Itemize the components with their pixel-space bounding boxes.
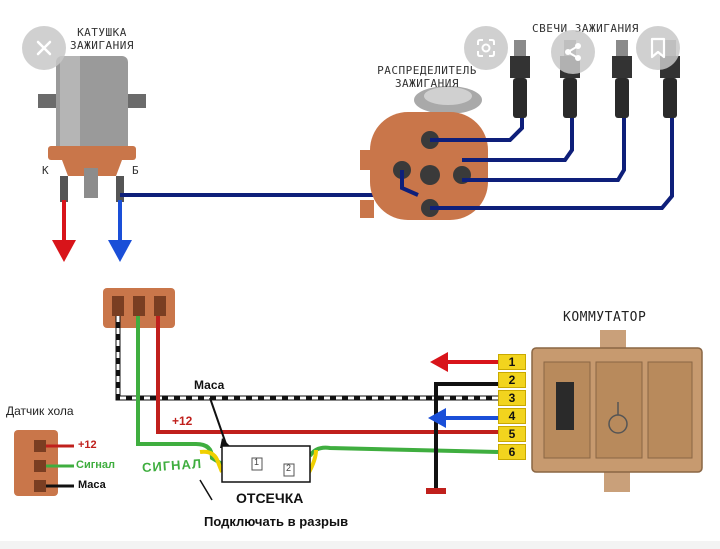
hall-masa-label: Маса [78, 479, 106, 491]
coil-title: КАТУШКА ЗАЖИГАНИЯ [69, 26, 135, 52]
cutoff-pin-2-box [283, 463, 295, 477]
plus12-label: +12 [172, 414, 193, 428]
term1-arrow [430, 352, 448, 372]
coil-k-arrowhead [52, 240, 76, 262]
ignition-coil [38, 56, 146, 202]
spark-plug-1 [510, 40, 530, 118]
bookmark-button[interactable] [636, 26, 680, 70]
commutator [531, 330, 703, 492]
lens-icon [477, 39, 495, 57]
cutoff-label: ОТСЕЧКА [236, 490, 304, 506]
lens-button[interactable] [464, 26, 508, 70]
close-icon [36, 40, 52, 56]
hall-signal-label: Сигнал [76, 459, 116, 471]
signal-note-leader [199, 479, 213, 501]
bookmark-icon [650, 37, 666, 59]
plus12-wire [156, 316, 498, 434]
terminal-1: 1 [498, 354, 526, 370]
share-button[interactable] [551, 30, 595, 74]
hall-sensor-label: Датчик хола [6, 404, 74, 418]
spark-plug-3 [612, 40, 632, 118]
terminal-6: 6 [498, 444, 526, 460]
plug-wire-2 [462, 92, 574, 162]
terminal-2: 2 [498, 372, 526, 388]
distributor-label: РАСПРЕДЕЛИТЕЛЬ ЗАЖИГАНИЯ [377, 64, 477, 90]
masa-label: Маса [194, 378, 225, 392]
cutoff-pin-1-box [251, 457, 263, 471]
share-icon [565, 43, 581, 61]
distributor [360, 86, 488, 220]
connect-note: Подключать в разрыв [204, 514, 349, 529]
ground-terminal [426, 488, 446, 494]
coil-terminal-k: К [42, 164, 50, 177]
spark-plugs-label: СВЕЧИ ЗАЖИГАНИЯ [532, 22, 639, 35]
coil-b-arrowhead [108, 240, 132, 262]
signal-wire-out [308, 445, 499, 458]
cutoff-pin-2: 2 [286, 463, 292, 473]
coil-terminal-b: Б [132, 164, 140, 177]
signal-wire-in [136, 316, 224, 466]
distributor-center-wire [400, 170, 419, 197]
plug-wire-3 [462, 92, 626, 182]
cutoff-box [221, 445, 311, 483]
plug-wire-4 [430, 92, 674, 210]
cutoff-yellow-left [199, 449, 224, 473]
cutoff-pin-1: 1 [254, 457, 260, 467]
hall-sensor [14, 430, 74, 496]
close-button[interactable] [22, 26, 66, 70]
commutator-label: КОММУТАТОР [563, 310, 647, 325]
terminal-4: 4 [498, 408, 526, 424]
ground-wire [434, 382, 498, 492]
terminal-5: 5 [498, 426, 526, 442]
bottom-bar [0, 541, 720, 549]
masa-leader [209, 397, 227, 445]
terminal-3: 3 [498, 390, 526, 406]
hall-plus12-label: +12 [78, 439, 97, 451]
term4-arrow [428, 408, 446, 428]
